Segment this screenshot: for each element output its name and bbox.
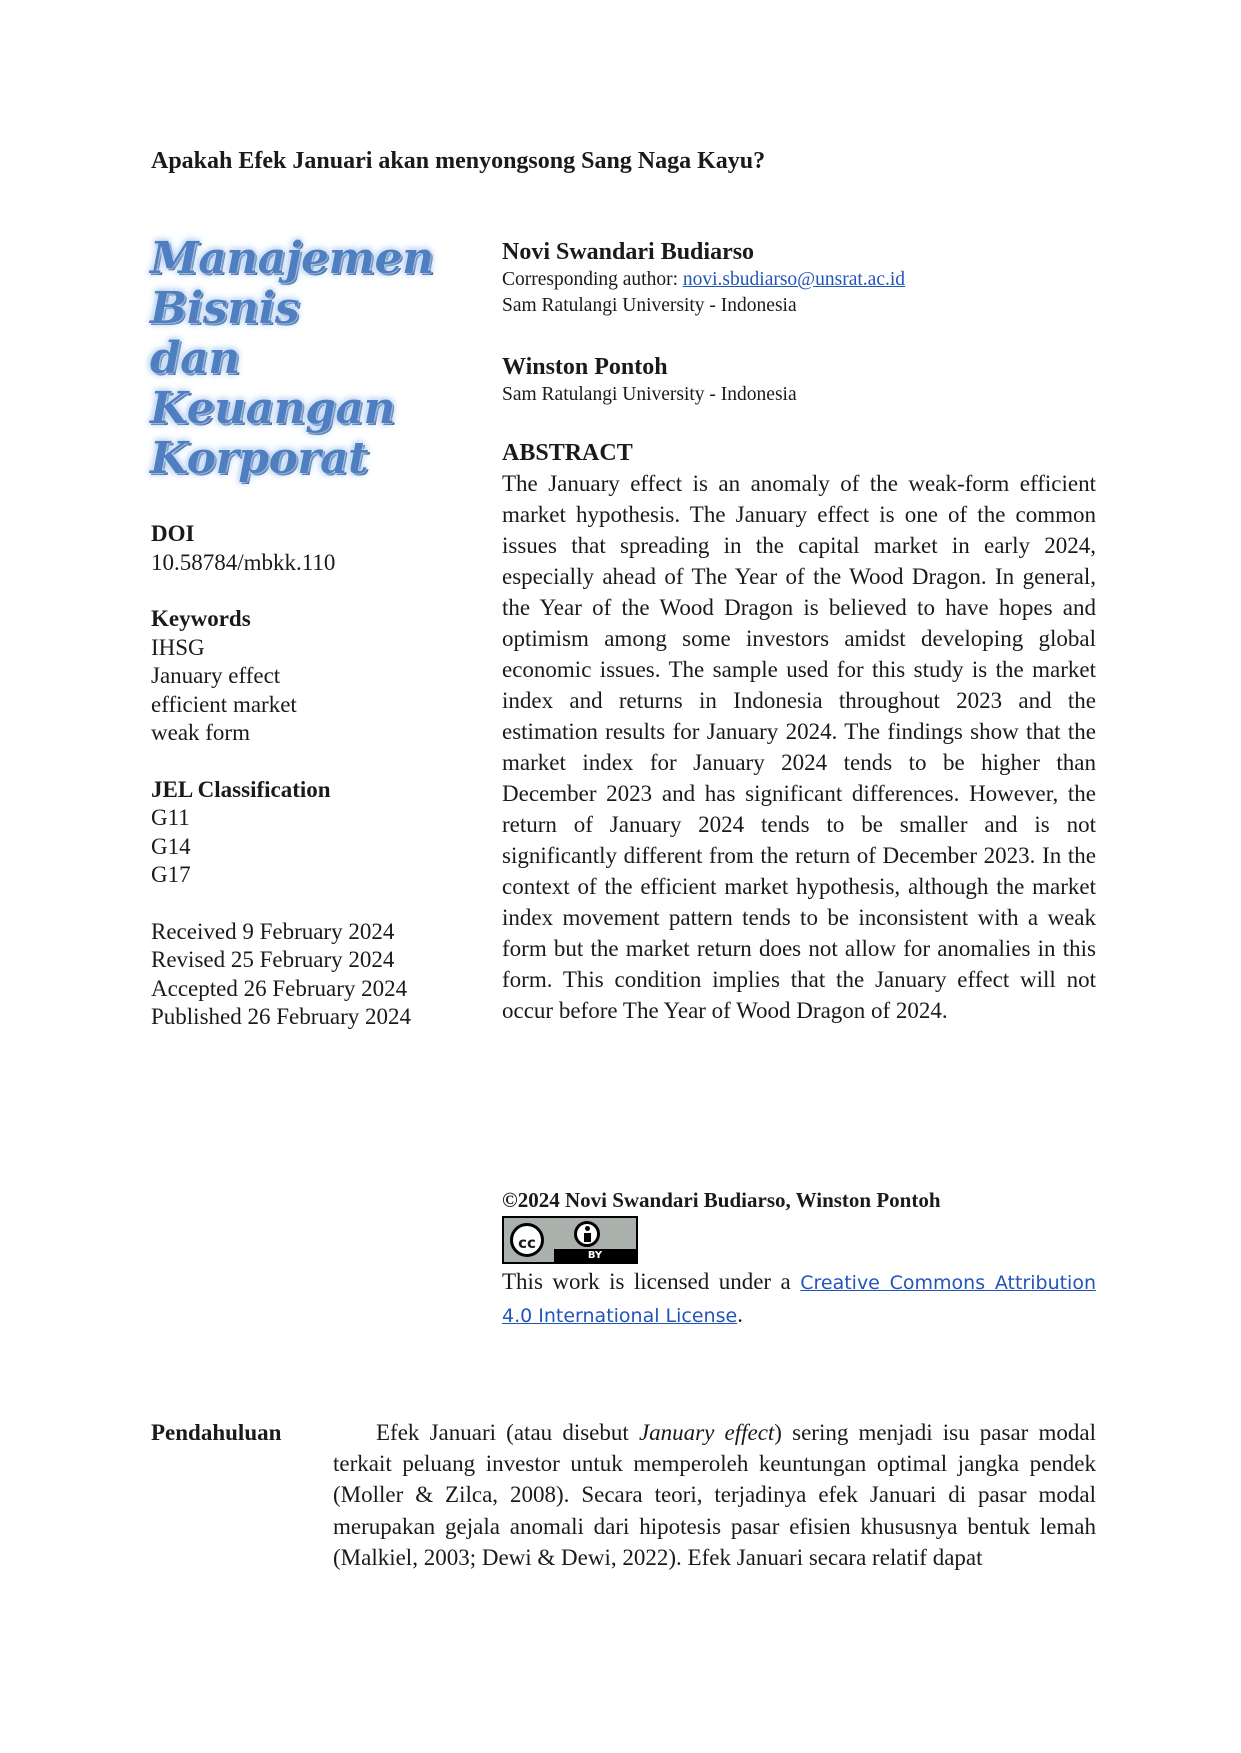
cc-icon: cc bbox=[510, 1223, 544, 1257]
author-name: Winston Pontoh bbox=[502, 354, 668, 380]
date-revised: Revised 25 February 2024 bbox=[151, 947, 395, 972]
jel-code: G14 bbox=[151, 833, 191, 859]
logo-word: Korporat bbox=[150, 433, 368, 484]
abstract-text: The January effect is an anomaly of the … bbox=[502, 471, 1096, 1023]
corresponding-author: Corresponding author: novi.sbudiarso@uns… bbox=[502, 267, 1096, 293]
logo-word: Keuangan bbox=[150, 383, 396, 434]
cc-by-badge[interactable]: cc BY bbox=[502, 1216, 638, 1264]
intro-text-1: Efek Januari (atau disebut bbox=[376, 1420, 639, 1445]
jel-code: G11 bbox=[151, 805, 190, 830]
author-block-1: Novi Swandari Budiarso Corresponding aut… bbox=[502, 237, 1096, 319]
section-heading: Pendahuluan bbox=[151, 1420, 282, 1445]
doi-label: DOI bbox=[151, 521, 195, 546]
date-accepted: Accepted 26 February 2024 bbox=[151, 975, 408, 1001]
paper-title: Apakah Efek Januari akan menyongsong San… bbox=[151, 148, 766, 174]
jel-code: G17 bbox=[151, 862, 191, 887]
author-affiliation: Sam Ratulangi University - Indonesia bbox=[502, 295, 797, 316]
abstract-heading: ABSTRACT bbox=[502, 440, 633, 466]
journal-logo: Manajemen Bisnis dan Keuangan Korporat bbox=[150, 233, 434, 484]
jel-label: JEL Classification bbox=[151, 776, 331, 802]
license-statement: This work is licensed under a Creative C… bbox=[502, 1266, 1096, 1332]
doi-block: DOI 10.58784/mbkk.110 bbox=[151, 520, 451, 577]
license-prefix: This work is licensed under a bbox=[502, 1269, 801, 1294]
intro-italic-term: January effect bbox=[638, 1420, 775, 1445]
logo-word: Manajemen bbox=[150, 233, 434, 284]
copyright-line: ©2024 Novi Swandari Budiarso, Winston Po… bbox=[502, 1188, 941, 1212]
article-sidebar: DOI 10.58784/mbkk.110 Keywords IHSG Janu… bbox=[151, 520, 451, 1060]
by-label: BY bbox=[554, 1249, 636, 1262]
by-area: BY bbox=[554, 1218, 636, 1262]
abstract-section: ABSTRACT The January effect is an anomal… bbox=[502, 438, 1096, 1026]
author-email-link[interactable]: novi.sbudiarso@unsrat.ac.id bbox=[682, 269, 906, 290]
license-link[interactable]: Creative Commons Attribution 4.0 Interna… bbox=[502, 1272, 1097, 1327]
logo-word: Bisnis bbox=[150, 283, 300, 334]
keyword: January effect bbox=[151, 663, 281, 688]
author-affiliation: Sam Ratulangi University - Indonesia bbox=[502, 384, 797, 405]
date-received: Received 9 February 2024 bbox=[151, 918, 395, 944]
doi-value: 10.58784/mbkk.110 bbox=[151, 549, 336, 575]
intro-paragraph: Efek Januari (atau disebut January effec… bbox=[333, 1417, 1096, 1573]
keywords-block: Keywords IHSG January effect efficient m… bbox=[151, 605, 451, 748]
keyword: weak form bbox=[151, 720, 250, 745]
corresponding-label: Corresponding author: bbox=[502, 269, 683, 290]
author-name: Novi Swandari Budiarso bbox=[502, 239, 755, 265]
intro-text-2: ) sering menjadi isu pasar modal terkait… bbox=[333, 1420, 1096, 1570]
jel-block: JEL Classification G11 G14 G17 bbox=[151, 776, 451, 890]
keyword: efficient market bbox=[151, 691, 297, 717]
keywords-label: Keywords bbox=[151, 606, 251, 631]
attribution-person-icon bbox=[574, 1221, 600, 1247]
cc-badge: cc BY bbox=[502, 1216, 638, 1264]
keyword: IHSG bbox=[151, 634, 205, 660]
dates-block: Received 9 February 2024 Revised 25 Febr… bbox=[151, 918, 451, 1032]
author-block-2: Winston Pontoh Sam Ratulangi University … bbox=[502, 352, 1096, 408]
logo-word: dan bbox=[150, 333, 240, 384]
license-suffix: . bbox=[737, 1302, 743, 1327]
date-published: Published 26 February 2024 bbox=[151, 1004, 412, 1029]
